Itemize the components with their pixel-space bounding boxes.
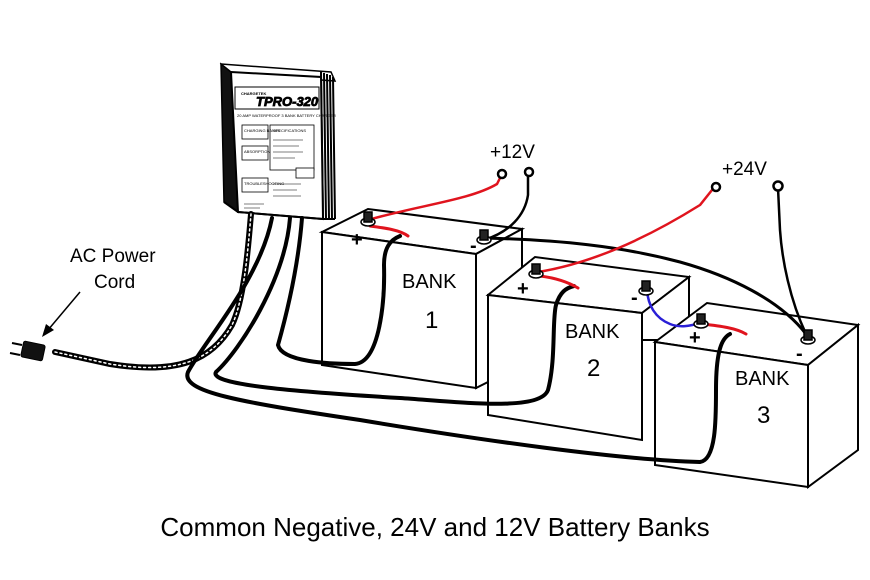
bank-2-negative-terminal (638, 280, 654, 296)
bank-2-output-cable (213, 216, 576, 406)
bank-3-positive-sign: + (689, 327, 701, 349)
positive-24v-lead (536, 188, 714, 274)
battery-bank-2: BANK 2 + - (485, 255, 692, 442)
bank-1-positive-sign: + (351, 229, 363, 251)
bank-1-positive-terminal (360, 211, 376, 227)
bank-3-negative-sign: - (796, 343, 803, 365)
charger-panel-box-5 (295, 167, 315, 179)
ac-power-cord-label-line-1: AC Power (70, 246, 156, 267)
charger-subtitle: 20 AMP WATERPROOF 3 BANK BATTERY CHARGER (237, 113, 336, 118)
battery-charger: CHARGETEK TPRO-320 20 AMP WATERPROOF 3 B… (219, 62, 337, 221)
lug-24v-negative (772, 180, 784, 192)
bank-2-positive-terminal (528, 263, 544, 279)
lug-12v-negative (523, 166, 535, 178)
charger-panel-text-lines (244, 139, 303, 209)
charger-brand: CHARGETEK (241, 91, 266, 96)
ac-plug (9, 340, 46, 362)
bank-3-negative-terminal (800, 329, 816, 345)
charger-panel-box-3 (241, 177, 269, 193)
charger-panel-box-2 (241, 145, 269, 161)
charger-panel-box-4 (269, 124, 315, 171)
ac-plug-body (20, 340, 46, 362)
diagram-caption: Common Negative, 24V and 12V Battery Ban… (160, 512, 709, 542)
bank-2-positive-cable (538, 274, 580, 290)
charger-model: TPRO-320 (256, 94, 319, 109)
charger-panel-line-3: ABSORPTION (244, 149, 270, 154)
battery-bank-3: BANK 3 + - (652, 301, 861, 489)
charger-panel-box-1 (241, 124, 269, 140)
plus-24v-label: +24V (722, 159, 767, 180)
ac-cord-pointer (42, 291, 81, 337)
positive-12v-lead (366, 176, 502, 222)
bank-3-number: 3 (757, 402, 770, 429)
bank-1-negative-sign: - (470, 235, 477, 257)
lug-12v-positive (496, 168, 508, 180)
ac-power-cord-label-line-2: Cord (94, 272, 135, 293)
series-jumper-wire (645, 288, 702, 328)
bank-1-number: 1 (425, 307, 438, 334)
bank-1-negative-terminal (476, 229, 492, 245)
ac-power-cord-highlight (54, 213, 252, 369)
charger-panel-line-4: TROUBLESHOOTING (244, 181, 284, 186)
negative-24v-lead (776, 186, 808, 336)
ac-plug-prongs (9, 342, 23, 356)
common-negative-wire (482, 236, 808, 336)
bank-1-label: BANK (402, 271, 457, 293)
charger-panel-line-2: SPECIFICATIONS (273, 128, 306, 133)
plus-12v-label: +12V (490, 142, 535, 163)
bank-2-positive-sign: + (517, 278, 529, 300)
bank-3-positive-terminal (693, 313, 709, 329)
negative-12v-lead (482, 173, 530, 242)
bank-2-negative-sign: - (631, 287, 638, 309)
charger-output-cables (52, 173, 808, 465)
bank-2-label: BANK (565, 321, 620, 343)
bank-3-label: BANK (735, 368, 790, 390)
charger-label-band (234, 86, 320, 110)
battery-terminals (360, 211, 816, 345)
battery-3-front (654, 340, 809, 489)
battery-3-side (807, 322, 859, 489)
bank-2-number: 2 (587, 355, 600, 382)
bank-1-positive-cable (368, 224, 410, 238)
ring-lugs (496, 166, 784, 193)
bank-3-output-cable (185, 216, 732, 465)
bank-1-output-cable (275, 216, 402, 367)
lug-24v-positive (710, 181, 722, 193)
charger-panel-line-1: CHARGING BANKS (244, 128, 281, 133)
battery-2-front (487, 293, 643, 442)
ac-power-cord (52, 211, 254, 371)
charger-base-flange (223, 201, 335, 220)
